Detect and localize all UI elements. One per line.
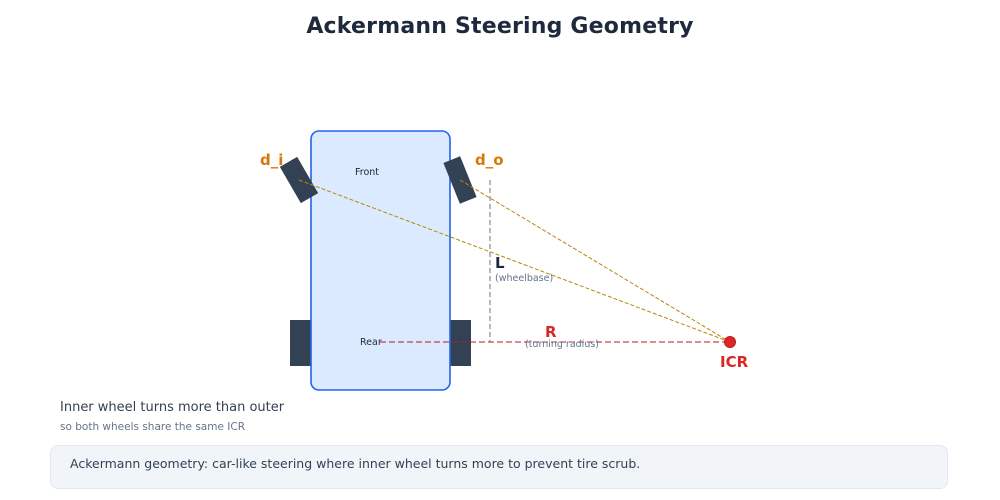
- note-sub: so both wheels share the same ICR: [60, 421, 245, 433]
- front-label: Front: [355, 167, 379, 178]
- inner-wheel-guide-line: [298, 179, 731, 343]
- inner-angle-label: d_i: [260, 151, 283, 169]
- wheelbase-text: (wheelbase): [495, 273, 553, 284]
- icr-point: [724, 336, 736, 348]
- wheelbase-symbol: L: [495, 254, 505, 272]
- note-main: Inner wheel turns more than outer: [60, 400, 285, 415]
- outer-wheel-guide-line: [459, 179, 731, 343]
- caption-box: Ackermann geometry: car-like steering wh…: [50, 445, 948, 489]
- radius-text: (turning radius): [525, 339, 599, 350]
- icr-label: ICR: [720, 353, 749, 371]
- car-body: [310, 130, 451, 391]
- rear-label: Rear: [360, 337, 382, 348]
- outer-angle-label: d_o: [475, 151, 504, 169]
- radius-symbol: R: [545, 323, 557, 341]
- caption-text: Ackermann geometry: car-like steering wh…: [70, 456, 641, 471]
- rear-right-wheel: [449, 320, 471, 366]
- rear-left-wheel: [290, 320, 312, 366]
- diagram-title: Ackermann Steering Geometry: [306, 14, 694, 39]
